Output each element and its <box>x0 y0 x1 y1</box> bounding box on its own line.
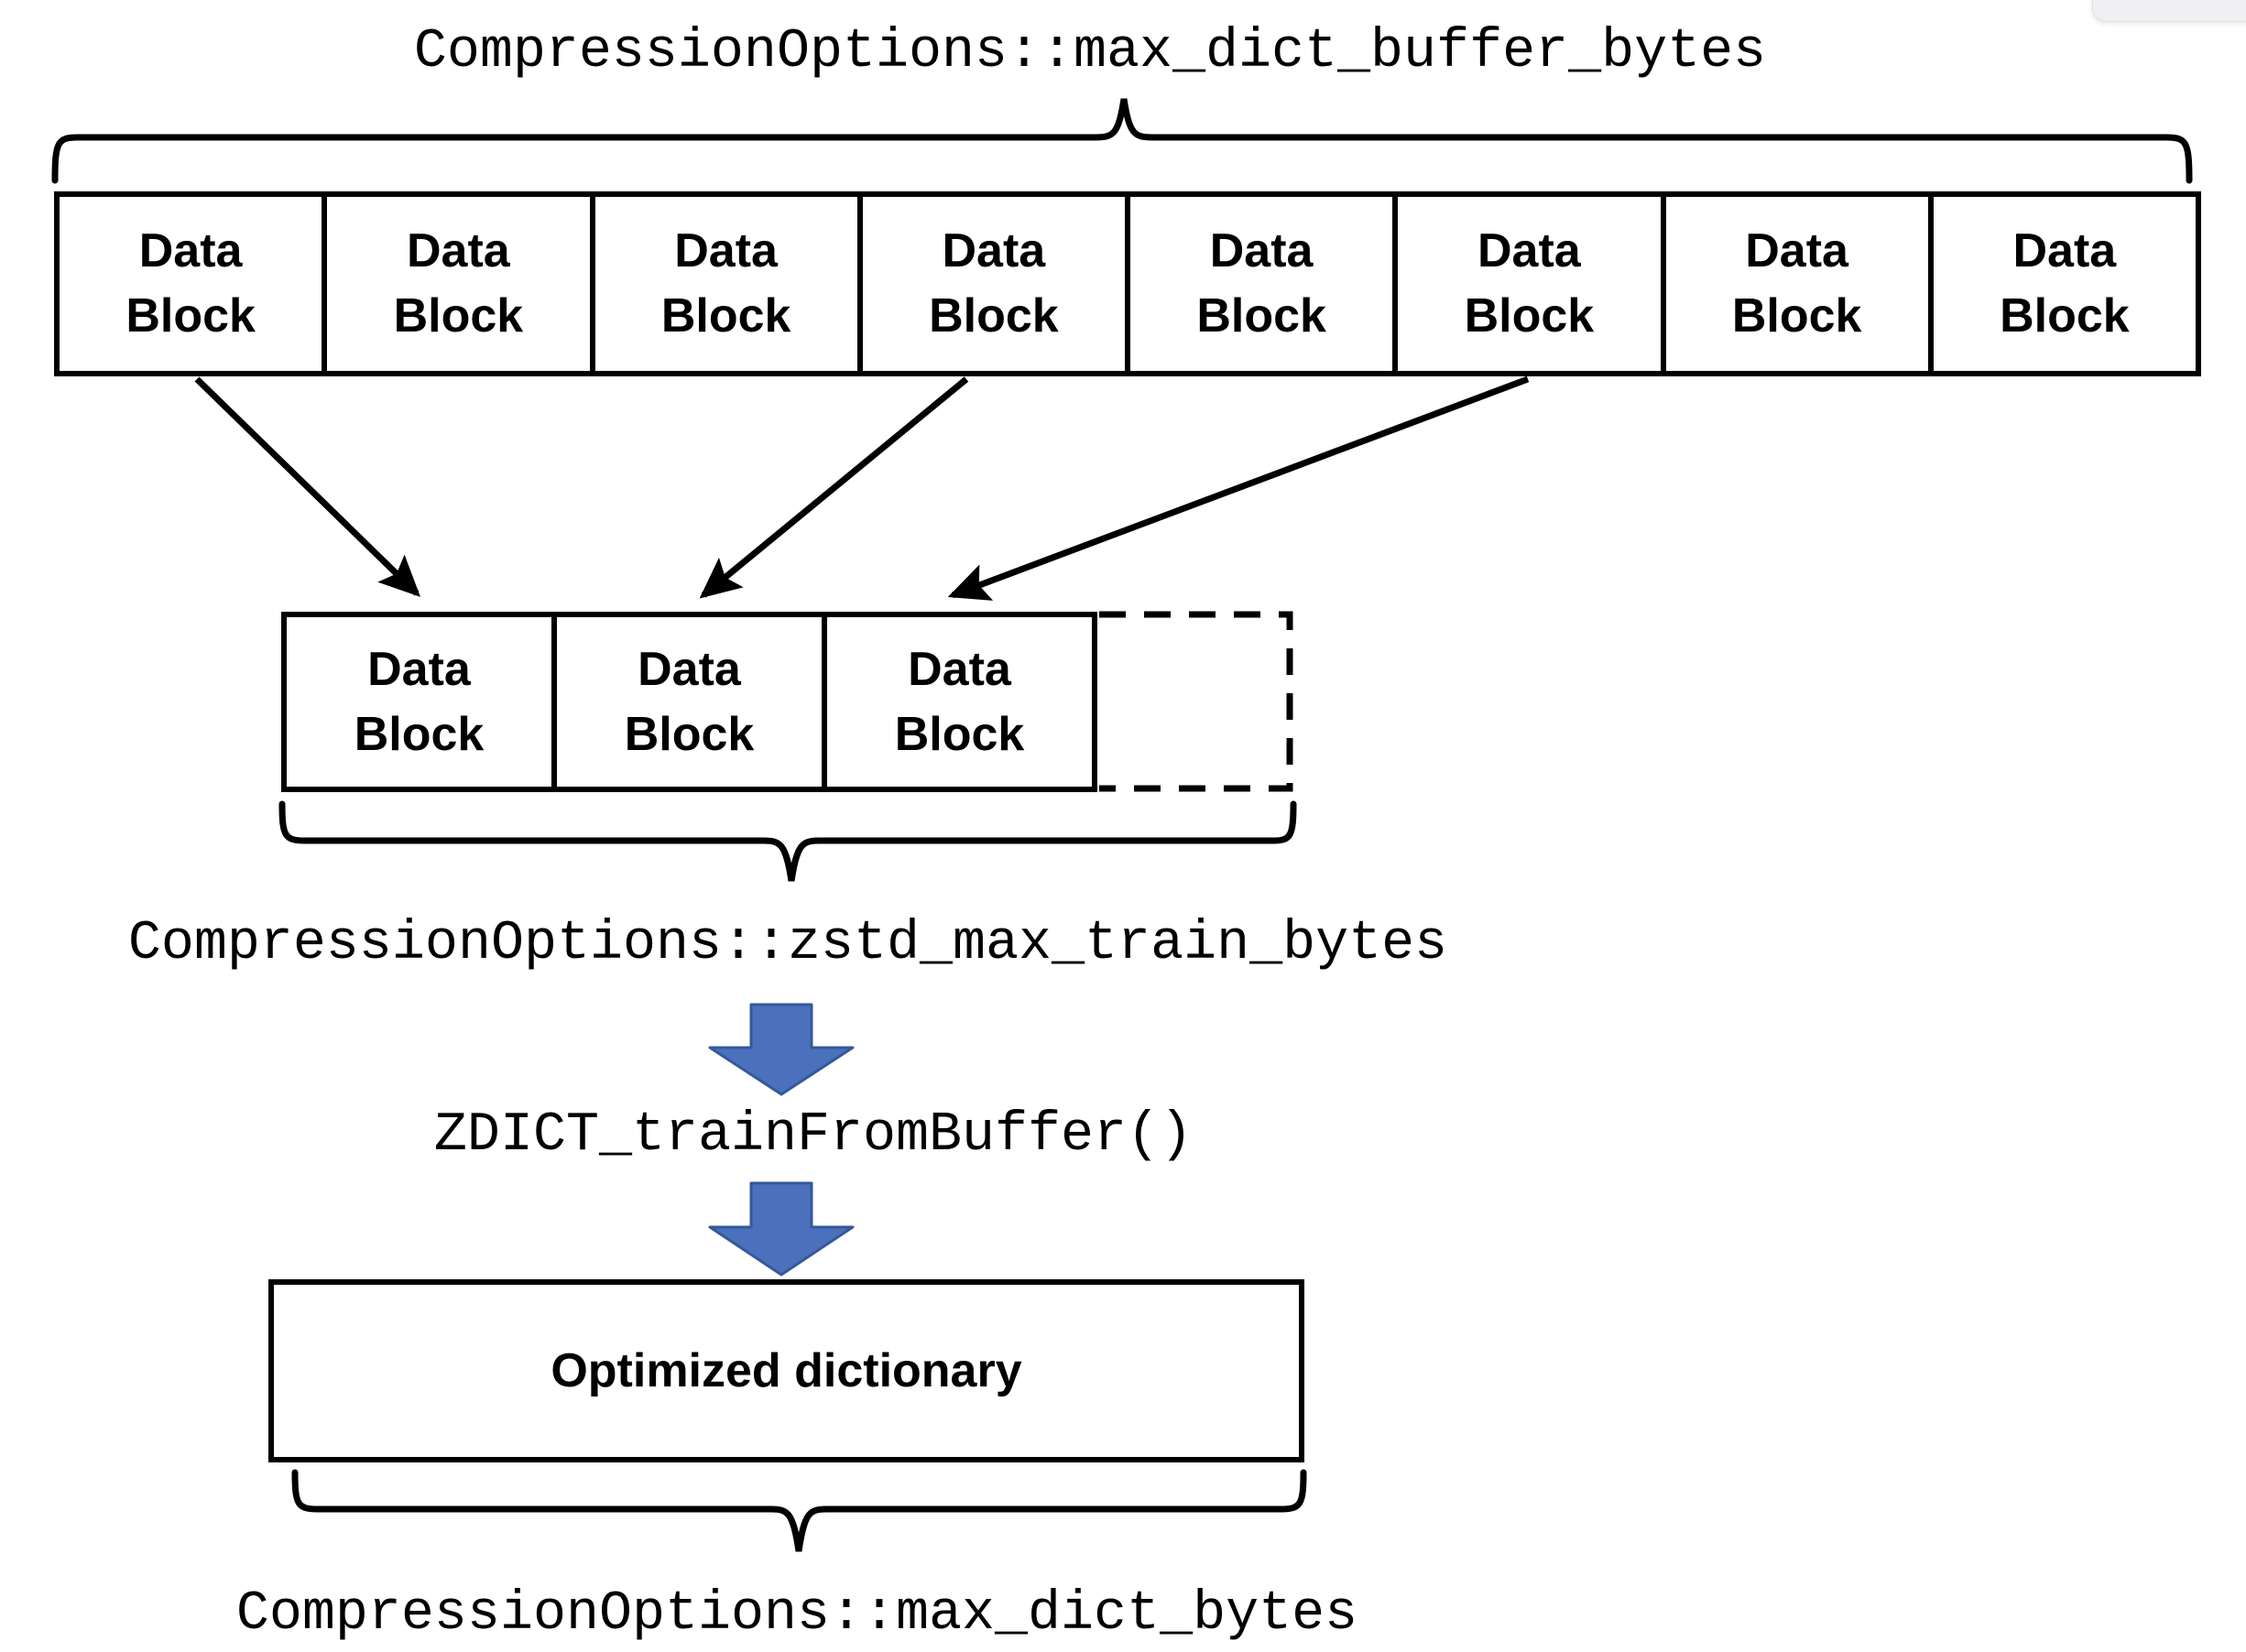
data-block: Data Block <box>1392 197 1660 371</box>
sample-arrow-2 <box>699 376 969 599</box>
zstd-max-train-bytes-label: CompressionOptions::zstd_max_train_bytes <box>127 913 1448 975</box>
data-block: Data Block <box>551 617 822 787</box>
zdict-train-from-buffer-label: ZDICT_trainFromBuffer() <box>433 1104 1194 1167</box>
sample-arrow-1 <box>194 376 421 597</box>
down-arrow-icon <box>708 1181 855 1277</box>
max-dict-bytes-label: CompressionOptions::max_dict_bytes <box>235 1583 1358 1646</box>
down-arrow-icon <box>708 1003 855 1096</box>
data-block: Data Block <box>589 197 857 371</box>
max-dict-buffer-bytes-label: CompressionOptions::max_dict_buffer_byte… <box>413 21 1767 83</box>
optimized-dictionary-box: Optimized dictionary <box>268 1279 1304 1462</box>
sample-arrow-3 <box>947 375 1530 601</box>
data-block: Data Block <box>125 224 256 342</box>
data-block: Data Block <box>856 197 1125 371</box>
data-block: Data Block <box>1125 197 1392 371</box>
sampled-data-blocks-row: Data Block Data Block Data Block <box>281 612 1097 792</box>
data-block: Data Block <box>354 642 485 761</box>
train-bytes-brace <box>278 800 1297 882</box>
top-brace <box>51 98 2193 184</box>
corner-ui-artifact <box>2092 0 2246 22</box>
optimized-dictionary-label: Optimized dictionary <box>551 1344 1022 1397</box>
data-block: Data Block <box>822 617 1092 787</box>
data-block: Data Block <box>1927 197 2196 371</box>
data-block: Data Block <box>1660 197 1928 371</box>
source-data-blocks-row: Data Block Data Block Data Block Data Bl… <box>54 191 2201 376</box>
max-dict-bytes-brace <box>291 1469 1307 1552</box>
data-block: Data Block <box>322 197 589 371</box>
dashed-empty-block <box>1099 611 1293 792</box>
